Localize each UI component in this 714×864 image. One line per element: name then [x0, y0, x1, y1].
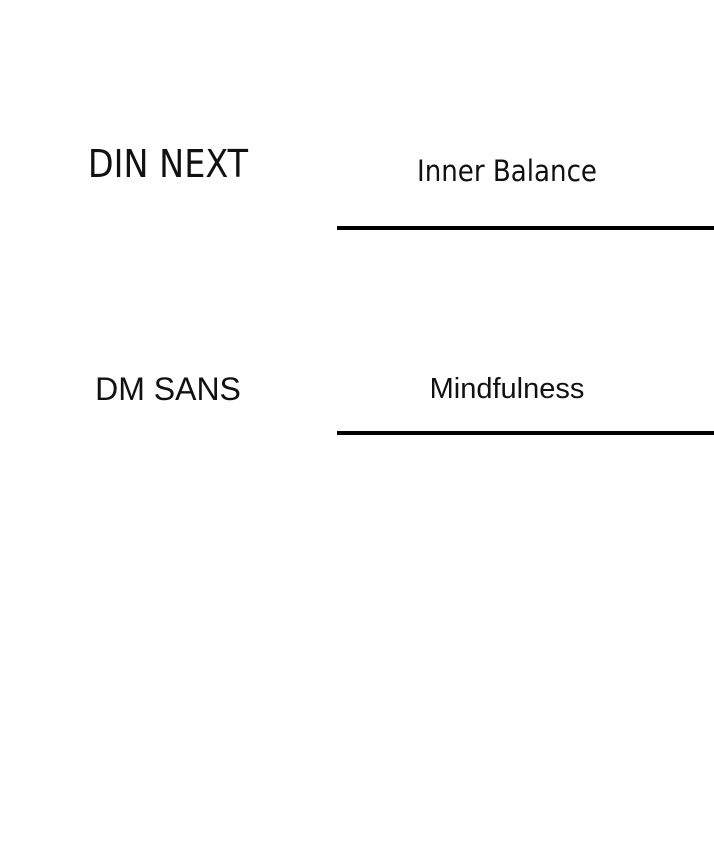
font-name-label: DIN NEXT: [87, 142, 249, 186]
sample-text: Mindfulness: [429, 373, 585, 405]
font-name-label: DM SANS: [95, 371, 241, 407]
sample-text: Inner Balance: [417, 154, 597, 188]
sample-underline: [337, 226, 714, 230]
sample-underline: [337, 431, 714, 435]
